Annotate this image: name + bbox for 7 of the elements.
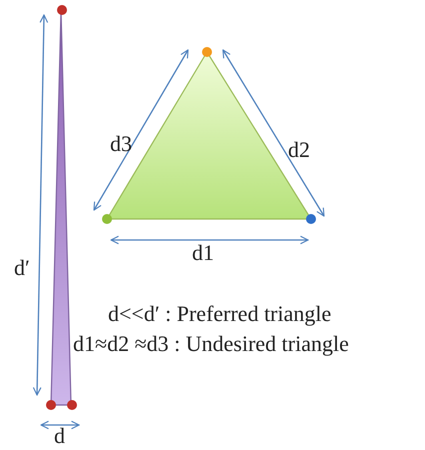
note-text: d1≈d2 ≈d3 : Undesired triangle — [73, 332, 349, 356]
note-text: d<<d′ : Preferred triangle — [108, 302, 332, 326]
dimension-label: d1 — [192, 241, 214, 265]
dimension-label: d3 — [110, 132, 132, 156]
dimension-label: d2 — [288, 138, 310, 162]
dimension-label: d — [54, 424, 65, 448]
dimension-label: d′ — [14, 256, 30, 280]
